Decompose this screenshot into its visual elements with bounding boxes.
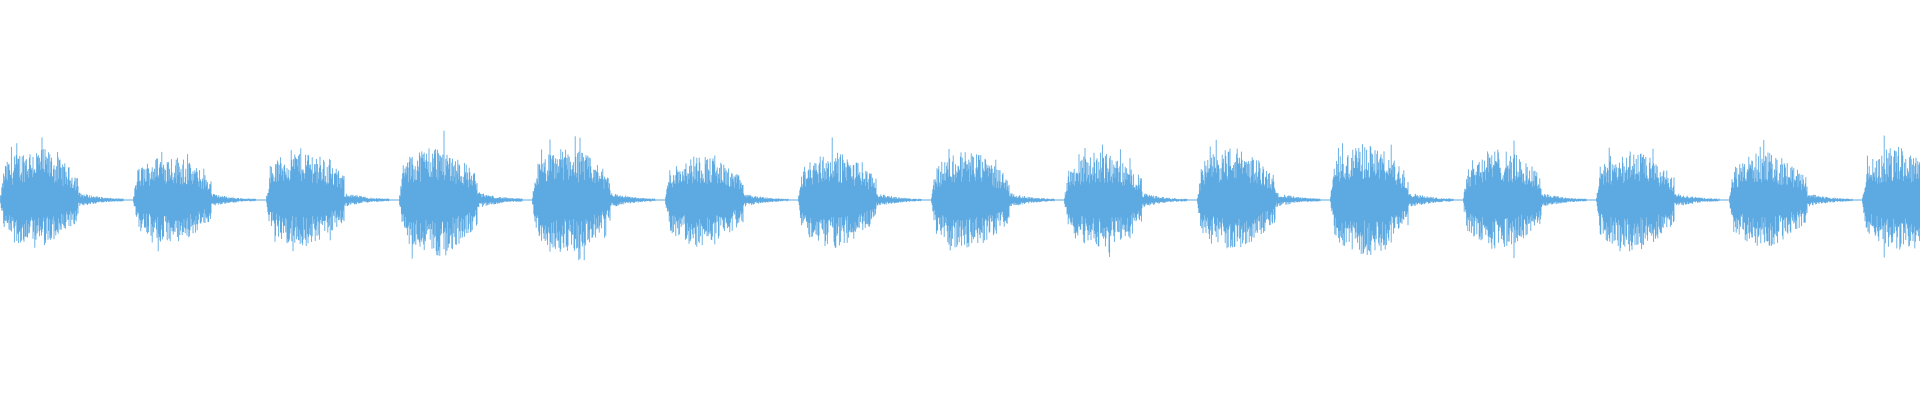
waveform-burst	[1197, 139, 1321, 249]
waveform-burst-shape	[1729, 139, 1853, 246]
waveform-burst-shape	[1596, 147, 1720, 252]
waveform-burst-shape	[1197, 139, 1321, 249]
waveform-burst	[1463, 140, 1587, 259]
waveform-burst-shape	[399, 130, 523, 259]
waveform-burst-shape	[1064, 144, 1188, 257]
waveform-burst	[266, 148, 390, 252]
waveform-burst-shape	[0, 137, 124, 248]
waveform-burst	[0, 137, 124, 248]
waveform-burst-shape	[266, 148, 390, 252]
waveform-burst	[399, 130, 523, 259]
waveform-bursts	[0, 130, 1920, 261]
waveform-burst	[1064, 144, 1188, 257]
waveform-burst-shape	[1463, 140, 1587, 259]
waveform-burst-shape	[1862, 135, 1920, 258]
waveform-burst-shape	[1330, 143, 1454, 255]
waveform-burst-shape	[665, 155, 789, 247]
waveform-burst-shape	[931, 149, 1055, 251]
waveform-burst	[1330, 143, 1454, 255]
waveform-burst-shape	[532, 136, 656, 261]
waveform-burst	[1729, 139, 1853, 246]
waveform-burst	[798, 137, 922, 248]
waveform-burst	[665, 155, 789, 247]
waveform-burst	[532, 136, 656, 261]
waveform-burst	[133, 151, 257, 252]
waveform-burst-shape	[798, 137, 922, 248]
waveform-burst	[1862, 135, 1920, 258]
waveform-burst-shape	[133, 151, 257, 252]
waveform-burst	[1596, 147, 1720, 252]
waveform-burst	[931, 149, 1055, 251]
